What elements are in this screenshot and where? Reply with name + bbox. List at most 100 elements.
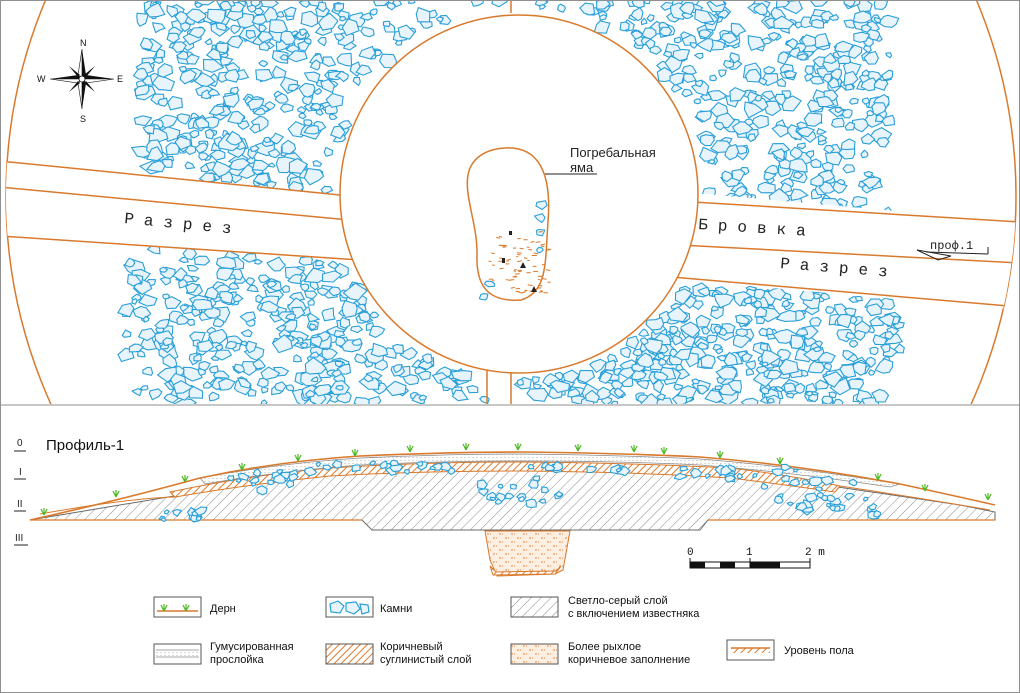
stone — [204, 128, 215, 140]
stone — [205, 48, 222, 61]
stone — [741, 352, 753, 362]
stone — [577, 369, 596, 384]
stone — [194, 142, 209, 154]
stone — [466, 385, 479, 394]
stone — [313, 384, 334, 397]
stone — [731, 121, 754, 136]
stone — [853, 329, 866, 341]
grass-icon — [984, 493, 992, 501]
stone — [385, 380, 407, 397]
stone — [809, 1, 829, 7]
stone — [128, 343, 145, 353]
stone — [809, 317, 822, 327]
stone — [359, 12, 374, 21]
stone — [779, 182, 793, 194]
stone — [222, 93, 240, 108]
stone — [281, 139, 297, 155]
stone — [713, 325, 722, 335]
stone — [317, 36, 327, 47]
stone — [552, 461, 564, 472]
stone — [274, 92, 289, 104]
stone — [352, 76, 361, 87]
stone — [872, 334, 888, 346]
stone — [873, 510, 882, 518]
stone — [184, 161, 196, 170]
stone — [631, 1, 645, 9]
stone — [213, 349, 233, 361]
stone — [144, 2, 166, 18]
legend-item-stones: Камни — [325, 596, 412, 618]
stone — [178, 66, 188, 72]
stone — [439, 376, 458, 390]
sod-surface — [29, 451, 996, 521]
stone — [666, 306, 689, 323]
stone — [281, 284, 291, 293]
stone — [790, 188, 809, 201]
stone — [861, 69, 870, 77]
stone — [208, 365, 219, 374]
stone — [848, 97, 859, 105]
stone — [418, 394, 428, 401]
stone — [771, 124, 789, 138]
stone — [853, 31, 871, 43]
stone — [847, 378, 865, 390]
stone — [225, 130, 243, 146]
stone — [216, 267, 235, 282]
stone — [279, 54, 289, 61]
stone — [276, 11, 285, 18]
stone — [783, 382, 797, 393]
burial-pit — [466, 147, 550, 301]
stone — [267, 148, 282, 159]
stone — [877, 313, 895, 328]
stone — [792, 171, 804, 180]
stone — [810, 174, 824, 187]
stone — [246, 284, 259, 293]
stone — [298, 28, 309, 37]
stone — [303, 466, 318, 477]
level-0: 0 — [17, 438, 23, 449]
legend-item-light-grey: Светло-серый слой с включением известняк… — [510, 595, 700, 620]
stones-cluster-sw — [117, 244, 490, 404]
stone — [621, 377, 634, 388]
stone — [786, 501, 795, 507]
stone — [869, 346, 879, 356]
stone — [803, 112, 823, 127]
stone — [653, 378, 665, 394]
stone — [166, 4, 179, 18]
stone — [379, 460, 388, 470]
grass-icon — [462, 443, 470, 451]
stone — [765, 369, 783, 380]
stone — [159, 266, 169, 273]
profile-marker: проф.1 — [916, 239, 989, 261]
stone — [154, 318, 170, 329]
stone — [757, 181, 776, 194]
stone — [191, 298, 213, 311]
stone — [820, 292, 831, 301]
grass-icon — [238, 463, 246, 471]
stone — [699, 146, 719, 162]
grass-icon — [874, 473, 882, 481]
stone — [160, 517, 167, 523]
stone — [843, 1, 856, 8]
stone — [729, 86, 747, 102]
stone — [681, 64, 697, 75]
stone — [327, 260, 339, 270]
stone — [535, 228, 546, 237]
stone — [619, 21, 630, 32]
stone — [202, 380, 213, 389]
stone — [351, 464, 361, 473]
stone — [630, 6, 644, 22]
stone — [336, 52, 353, 67]
stone — [304, 389, 316, 398]
stone — [389, 459, 400, 467]
stone — [835, 178, 846, 186]
stone — [257, 30, 275, 44]
stone — [341, 300, 358, 319]
stone — [823, 52, 838, 64]
stone — [873, 77, 889, 91]
stone — [335, 391, 352, 404]
stone — [162, 353, 178, 369]
stone — [709, 74, 717, 82]
stone — [517, 495, 526, 502]
stone — [731, 168, 746, 182]
